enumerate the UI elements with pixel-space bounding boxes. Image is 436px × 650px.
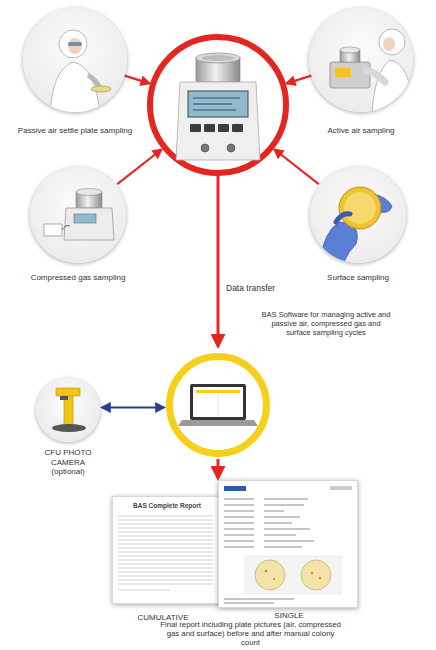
report-rows <box>118 516 213 590</box>
passive-illustration <box>50 30 111 115</box>
node-label: BAS Complete Report <box>117 502 217 510</box>
node-label: Active air sampling <box>286 126 436 136</box>
surface-illustration <box>320 187 392 262</box>
double-arrow <box>102 406 164 408</box>
active-illustration <box>330 29 415 115</box>
sampler-device <box>176 53 260 160</box>
gas-illustration <box>44 189 114 241</box>
flow-label: Data transfer <box>226 284 316 294</box>
node-label: BAS Software for managing active and pas… <box>259 310 393 337</box>
hub-ring <box>150 37 286 173</box>
node-label: Passive air settle plate sampling <box>0 126 150 136</box>
laptop-icon <box>178 384 258 426</box>
node-label: Compressed gas sampling <box>3 273 153 283</box>
node-label: CFU PHOTO CAMERA (optional) <box>43 448 93 477</box>
single-report-content <box>224 486 352 604</box>
node-label: SINGLE <box>219 611 359 621</box>
node-label: Surface sampling <box>283 273 433 283</box>
camera-icon <box>52 388 86 432</box>
figure-caption: Final report including plate pictures (a… <box>158 620 343 647</box>
